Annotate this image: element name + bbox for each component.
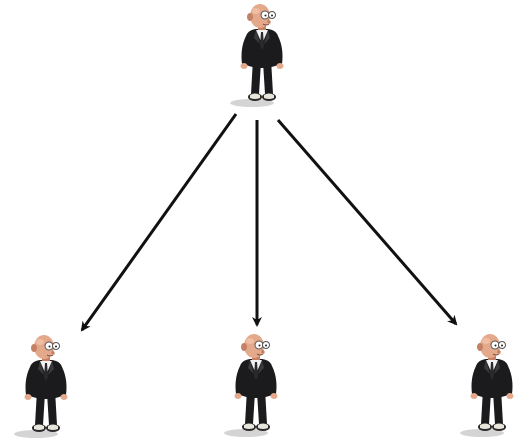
- arrow-to-bottom-right: [276, 119, 458, 326]
- arrow-to-bottom-left: [80, 113, 238, 332]
- businessman-icon-top: [226, 4, 296, 109]
- businessman-icon-bottom-right: [456, 334, 519, 439]
- businessman-icon-bottom-left: [10, 335, 80, 440]
- businessman-icon-bottom-center: [220, 334, 290, 439]
